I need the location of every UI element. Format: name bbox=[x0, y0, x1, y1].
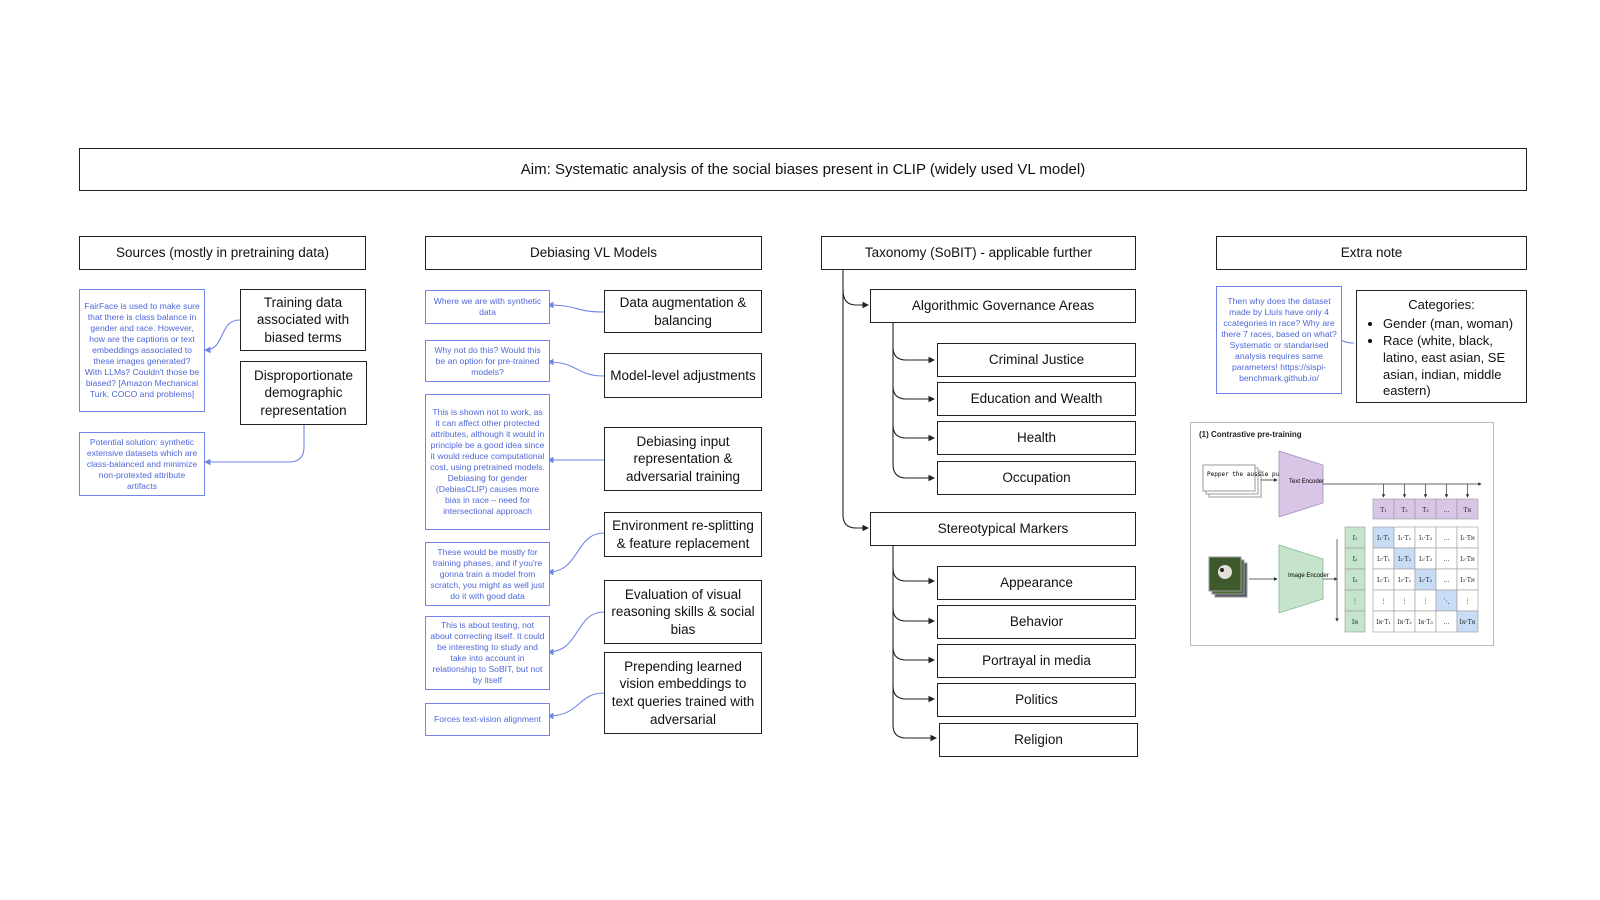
debiasing-item-prepending: Prepending learned vision embeddings to … bbox=[604, 652, 762, 734]
similarity-cell-label: ⋮ bbox=[1381, 598, 1387, 605]
taxonomy-item-politics: Politics bbox=[937, 683, 1136, 717]
image-encoder-shape bbox=[1278, 544, 1324, 614]
text-token-label: ... bbox=[1444, 507, 1450, 514]
similarity-cell-label: I₂·Tɴ bbox=[1460, 556, 1475, 563]
text-input-card bbox=[1202, 464, 1256, 492]
text-input-label: Pepper the aussie pup bbox=[1207, 471, 1283, 478]
similarity-cell-label: ... bbox=[1444, 619, 1450, 626]
taxonomy-item-appearance: Appearance bbox=[937, 566, 1136, 600]
sources-note-solution: Potential solution: synthetic extensive … bbox=[79, 432, 205, 496]
category-gender: Gender (man, woman) bbox=[1383, 316, 1518, 333]
categories-box: Categories: Gender (man, woman) Race (wh… bbox=[1356, 290, 1527, 403]
taxonomy-item-health: Health bbox=[937, 421, 1136, 455]
similarity-cell-label: ... bbox=[1444, 556, 1450, 563]
text-token-label: T₂ bbox=[1401, 507, 1408, 514]
image-token bbox=[1344, 610, 1366, 633]
similarity-cell-label: Iɴ·Tɴ bbox=[1459, 619, 1475, 626]
debiasing-item-data-augmentation: Data augmentation & balancing bbox=[604, 290, 762, 333]
similarity-cell bbox=[1456, 610, 1479, 633]
similarity-cell-label: Iɴ·T₂ bbox=[1397, 619, 1412, 626]
similarity-cell-label: ⋮ bbox=[1465, 598, 1471, 605]
aim-box: Aim: Systematic analysis of the social b… bbox=[79, 148, 1527, 191]
taxonomy-item-occupation: Occupation bbox=[937, 461, 1136, 495]
similarity-cell-label: I₃·T₂ bbox=[1398, 577, 1412, 584]
debiasing-item-input-representation: Debiasing input representation & adversa… bbox=[604, 427, 762, 491]
taxonomy-header: Taxonomy (SoBIT) - applicable further bbox=[821, 236, 1136, 270]
debiasing-note-shown-not-to-work: This is shown not to work, as it can aff… bbox=[425, 394, 550, 530]
similarity-cell-label: Iɴ·T₃ bbox=[1418, 619, 1433, 626]
debiasing-note-alignment: Forces text-vision alignment bbox=[425, 703, 550, 736]
sources-item-training-data: Training data associated with biased ter… bbox=[240, 289, 366, 351]
image-token-label: I₃ bbox=[1353, 577, 1358, 584]
similarity-cell-label: I₁·Tɴ bbox=[1460, 535, 1475, 542]
taxonomy-item-religion: Religion bbox=[939, 723, 1138, 757]
debiasing-note-synthetic: Where we are with synthetic data bbox=[425, 290, 550, 324]
sources-item-disproportionate: Disproportionate demographic representat… bbox=[240, 361, 367, 425]
taxonomy-group-governance: Algorithmic Governance Areas bbox=[870, 289, 1136, 323]
text-token-label: T₃ bbox=[1422, 507, 1429, 514]
image-encoder-label: Image Encoder bbox=[1288, 573, 1329, 579]
similarity-cell-label: I₁·T₃ bbox=[1419, 535, 1433, 542]
image-token-label: ⋮ bbox=[1352, 598, 1358, 605]
debiasing-item-model-level: Model-level adjustments bbox=[604, 353, 762, 398]
text-token bbox=[1456, 498, 1479, 520]
text-encoder-shape bbox=[1278, 450, 1324, 518]
similarity-cell-label: ⋱ bbox=[1444, 598, 1450, 605]
clip-figure-caption: (1) Contrastive pre-training bbox=[1199, 430, 1302, 439]
taxonomy-item-behavior: Behavior bbox=[937, 605, 1136, 639]
similarity-cell-label: ... bbox=[1444, 535, 1450, 542]
similarity-cell-label: ⋮ bbox=[1402, 598, 1408, 605]
similarity-cell-label: I₃·T₃ bbox=[1419, 577, 1433, 584]
sources-note-fairface: FairFace is used to make sure that there… bbox=[79, 289, 205, 412]
similarity-cell-label: I₁·T₁ bbox=[1377, 535, 1390, 542]
clip-diagram: Pepper the aussie pup Text Encoder Image… bbox=[1202, 450, 1482, 633]
similarity-cell-label: I₃·T₁ bbox=[1377, 577, 1390, 584]
debiasing-note-why-not: Why not do this? Would this be an option… bbox=[425, 340, 550, 382]
debiasing-header: Debiasing VL Models bbox=[425, 236, 762, 270]
debiasing-note-training-phases: These would be mostly for training phase… bbox=[425, 542, 550, 606]
taxonomy-item-portrayal-media: Portrayal in media bbox=[937, 644, 1136, 678]
similarity-cell-label: ⋮ bbox=[1423, 598, 1429, 605]
text-token-label: Tɴ bbox=[1464, 507, 1472, 514]
similarity-cell-label: I₃·Tɴ bbox=[1460, 577, 1475, 584]
categories-title: Categories: bbox=[1408, 297, 1475, 312]
image-token-label: I₁ bbox=[1353, 535, 1358, 542]
category-race: Race (white, black, latino, east asian, … bbox=[1383, 333, 1518, 401]
similarity-cell-label: I₂·T₁ bbox=[1377, 556, 1390, 563]
sources-header: Sources (mostly in pretraining data) bbox=[79, 236, 366, 270]
image-token-label: Iɴ bbox=[1352, 619, 1358, 626]
similarity-cell-label: ... bbox=[1444, 577, 1450, 584]
similarity-cell-label: I₂·T₃ bbox=[1419, 556, 1433, 563]
image-token-label: I₂ bbox=[1353, 556, 1358, 563]
debiasing-item-environment-resplitting: Environment re-splitting & feature repla… bbox=[604, 512, 762, 557]
text-token-label: T₁ bbox=[1380, 507, 1386, 514]
similarity-cell-label: I₁·T₂ bbox=[1398, 535, 1412, 542]
extra-note-races: Then why does the dataset made by Lluís … bbox=[1216, 286, 1342, 394]
text-encoder-label: Text Encoder bbox=[1289, 479, 1324, 485]
similarity-cell-label: I₂·T₂ bbox=[1398, 556, 1412, 563]
categories-list: Gender (man, woman) Race (white, black, … bbox=[1365, 316, 1518, 400]
debiasing-item-evaluation: Evaluation of visual reasoning skills & … bbox=[604, 580, 762, 644]
taxonomy-group-stereotypical: Stereotypical Markers bbox=[870, 512, 1136, 546]
taxonomy-item-criminal-justice: Criminal Justice bbox=[937, 343, 1136, 377]
taxonomy-item-education-wealth: Education and Wealth bbox=[937, 382, 1136, 416]
extra-header: Extra note bbox=[1216, 236, 1527, 270]
debiasing-note-testing: This is about testing, not about correct… bbox=[425, 616, 550, 690]
clip-figure: (1) Contrastive pre-training Pepper the … bbox=[1190, 422, 1494, 646]
similarity-cell-label: Iɴ·T₁ bbox=[1376, 619, 1391, 626]
